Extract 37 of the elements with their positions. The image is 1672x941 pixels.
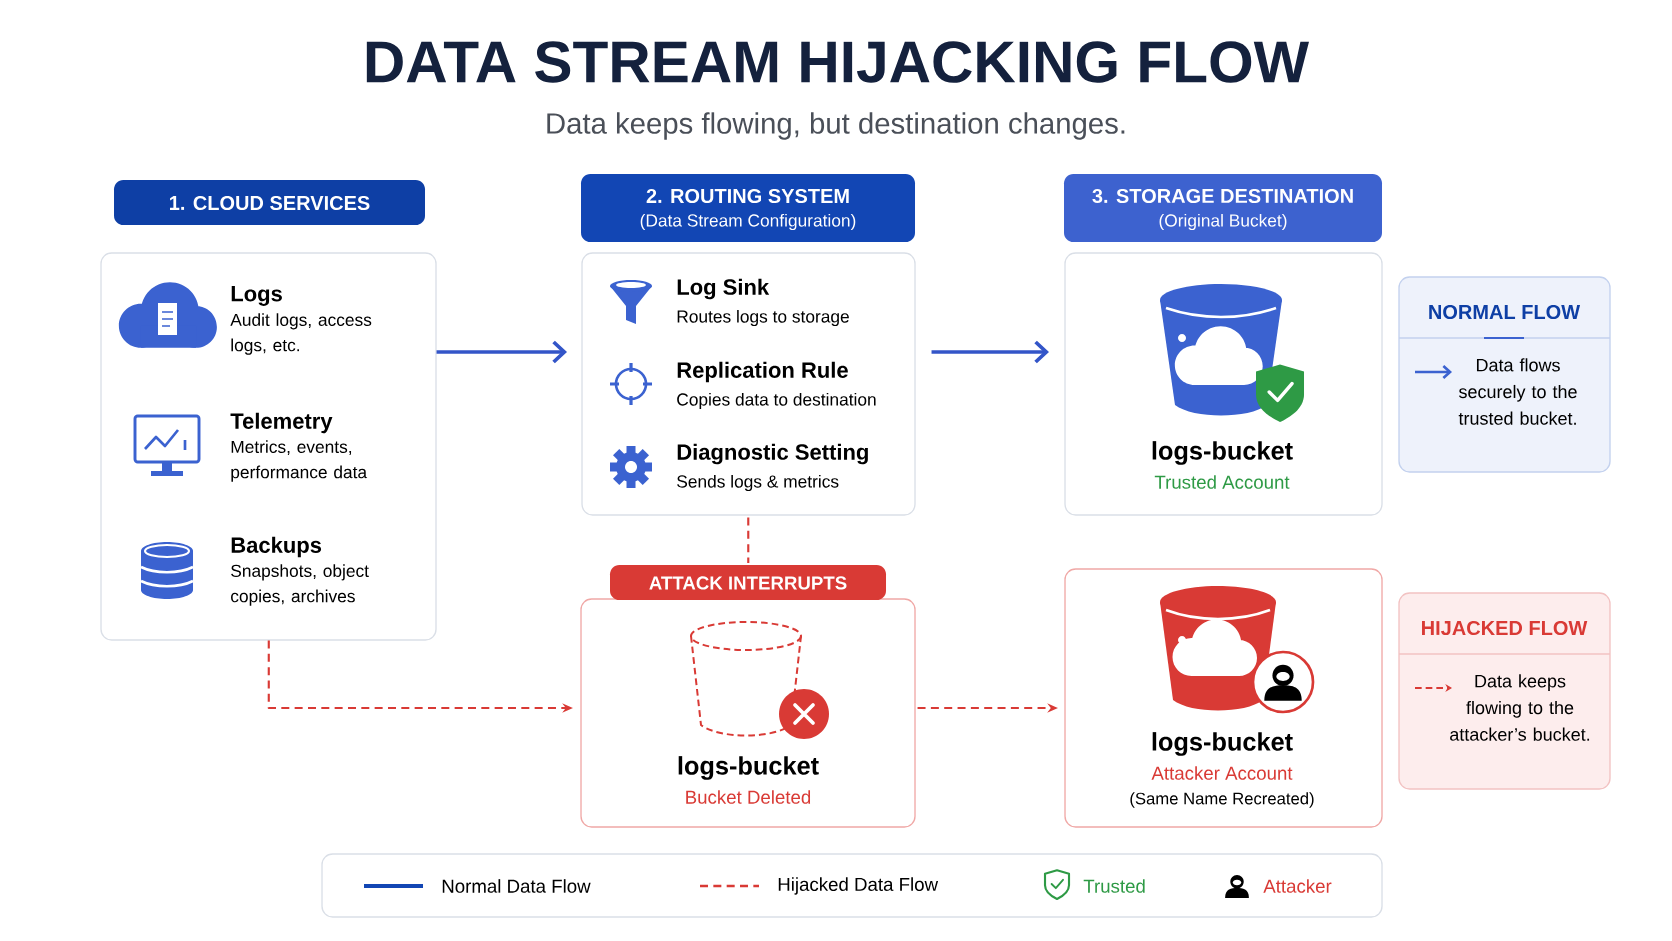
- item-description: Routes logs to storage: [677, 309, 849, 327]
- account-label: Attacker Account: [1151, 766, 1293, 780]
- item-description: Snapshots, object copies, archives: [231, 564, 369, 606]
- account-label: Trusted Account: [1154, 475, 1290, 489]
- legend-label: Hijacked Data Flow: [778, 877, 939, 895]
- header-text: 1. CLOUD SERVICES: [170, 195, 370, 211]
- header-text: 2. ROUTING SYSTEM: [646, 188, 849, 204]
- item-title: Replication Rule: [677, 361, 848, 383]
- header-subtext: (Data Stream Configuration): [640, 213, 856, 231]
- header-text: ATTACK INTERRUPTS: [649, 576, 847, 590]
- subtitle: Data keeps flowing, but destination changes.: [547, 112, 1125, 140]
- status-label: Bucket Deleted: [686, 790, 811, 804]
- item-description: Audit logs, access logs, etc.: [230, 313, 372, 355]
- item-description: Metrics, events, performance data: [231, 440, 368, 482]
- item-title: Log Sink: [677, 278, 770, 300]
- item-title: Logs: [231, 286, 282, 306]
- bucket-name: logs-bucket: [678, 756, 819, 780]
- item-description: Copies data to destination: [677, 392, 876, 410]
- item-description: Sends logs & metrics: [677, 474, 839, 492]
- note-text: (Same Name Recreated): [1130, 792, 1314, 808]
- item-title: Diagnostic Setting: [677, 443, 868, 465]
- title: DATA STREAM HIJACKING FLOW: [366, 41, 1309, 83]
- item-title: Telemetry: [230, 412, 333, 434]
- arrow: [931, 340, 1049, 364]
- legend-label: Trusted: [1083, 879, 1145, 893]
- box-text: Data keeps flowing to the attacker’s bucket.: [1450, 674, 1590, 741]
- header-text: 3. STORAGE DESTINATION: [1092, 188, 1353, 204]
- legend-label: Normal Data Flow: [442, 879, 591, 893]
- bucket-name: logs-bucket: [1152, 732, 1293, 756]
- bucket-name: logs-bucket: [1152, 441, 1293, 465]
- header-subtext: (Original Bucket): [1159, 213, 1287, 231]
- arrow: [436, 340, 567, 364]
- legend-label: Attacker: [1263, 879, 1332, 893]
- box-heading: HIJACKED FLOW: [1422, 620, 1588, 636]
- box-text: Data flows securely to the trusted bucket.: [1458, 358, 1577, 425]
- box-heading: NORMAL FLOW: [1429, 304, 1581, 320]
- item-title: Backups: [231, 536, 322, 558]
